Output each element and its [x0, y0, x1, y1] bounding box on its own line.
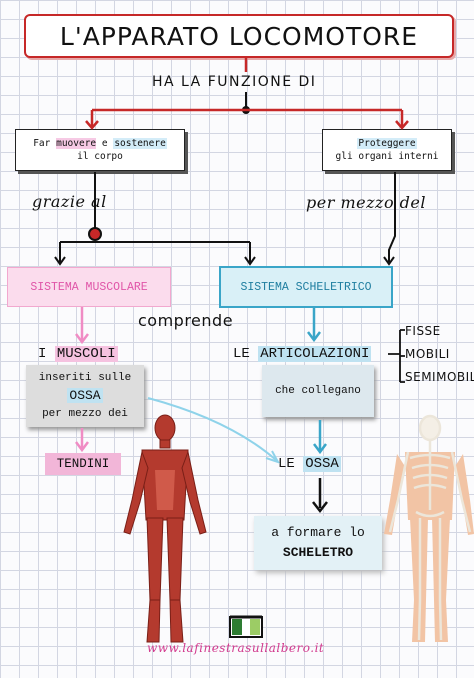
arrowhead-curve-ossa [265, 450, 281, 464]
arrowhead-right-branch [395, 120, 409, 130]
muscoli-word: MUSCOLI [54, 346, 118, 362]
semimobili-label: SEMIMOBILI [405, 370, 474, 384]
sistema-muscolare-box: SISTEMA MUSCOLARE [7, 267, 171, 307]
inseriti-box: inseriti sulle OSSA per mezzo dei [26, 365, 144, 427]
sistema-scheletrico-box: SISTEMA SCHELETRICO [219, 266, 393, 308]
articolazioni-article: LE [233, 346, 259, 362]
arrowhead-pink-muscoli [75, 333, 89, 345]
junction-dot-red [88, 227, 102, 241]
box-proteggere-line1: Proteggere [357, 138, 417, 149]
tendini-box: TENDINI [45, 453, 121, 475]
inseriti-line1: inseriti sulle [38, 371, 132, 384]
muscle-body-figure-icon [123, 414, 207, 643]
formare-line2: SCHELETRO [282, 545, 354, 560]
ossa-label: LE OSSA [278, 456, 341, 472]
arrow-curve-ossa [147, 397, 277, 461]
grazie-label: grazie al [32, 192, 107, 211]
website-link[interactable]: www.lafinestrasullalbero.it [147, 641, 325, 655]
box-muovere-w2: muovere [56, 138, 97, 149]
box-muovere-line1: Far muovere e sostenere [16, 137, 184, 150]
box-muovere-w4: sostenere [113, 138, 167, 149]
funzione-label: HA LA FUNZIONE DI [152, 74, 317, 90]
arrow-scheletrico-right [388, 172, 396, 262]
articolazioni-label: LE ARTICOLAZIONI [233, 346, 372, 362]
fisse-label: FISSE [405, 324, 441, 338]
collegano-text: che collegano [275, 384, 361, 397]
arrowhead-teal-articolazioni [307, 331, 321, 343]
title-box: L'APPARATO LOCOMOTORE [24, 14, 454, 58]
articolazioni-word: ARTICOLAZIONI [258, 346, 372, 362]
arrowhead-teal-ossa [313, 443, 327, 455]
skeleton-figure-icon [384, 414, 474, 642]
arrowhead-scheletrico-left [244, 256, 256, 266]
comprende-label: comprende [138, 311, 234, 330]
muscoli-article: I [38, 346, 55, 362]
articolazioni-bracket [388, 329, 405, 383]
mobili-label: MOBILI [405, 347, 450, 361]
inseriti-line3: per mezzo dei [42, 407, 128, 420]
window-logo-icon [229, 615, 263, 638]
box-muovere: Far muovere e sostenere il corpo [15, 129, 185, 171]
collegano-box: che collegano [262, 365, 374, 417]
formare-box: a formare lo SCHELETRO [254, 516, 382, 570]
arrowhead-scheletrico-right [383, 256, 395, 266]
arrowhead-formare [312, 501, 328, 514]
formare-line1: a formare lo [271, 525, 365, 540]
arrowhead-pink-tendini [75, 441, 89, 453]
box-muovere-line2: il corpo [77, 151, 123, 162]
box-proteggere: Proteggere gli organi interni [322, 129, 452, 171]
box-muovere-w1: Far [33, 138, 57, 149]
page-title: L'APPARATO LOCOMOTORE [59, 21, 419, 51]
inseriti-ossa: OSSA [67, 387, 103, 403]
ossa-word: OSSA [303, 456, 341, 472]
ossa-article: LE [278, 456, 304, 472]
arrowhead-muscolare [54, 256, 66, 266]
box-muovere-w3: e [96, 138, 114, 149]
arrowhead-left-branch [85, 120, 99, 130]
box-proteggere-line2: gli organi interni [335, 151, 439, 162]
muscoli-label: I MUSCOLI [38, 346, 118, 362]
